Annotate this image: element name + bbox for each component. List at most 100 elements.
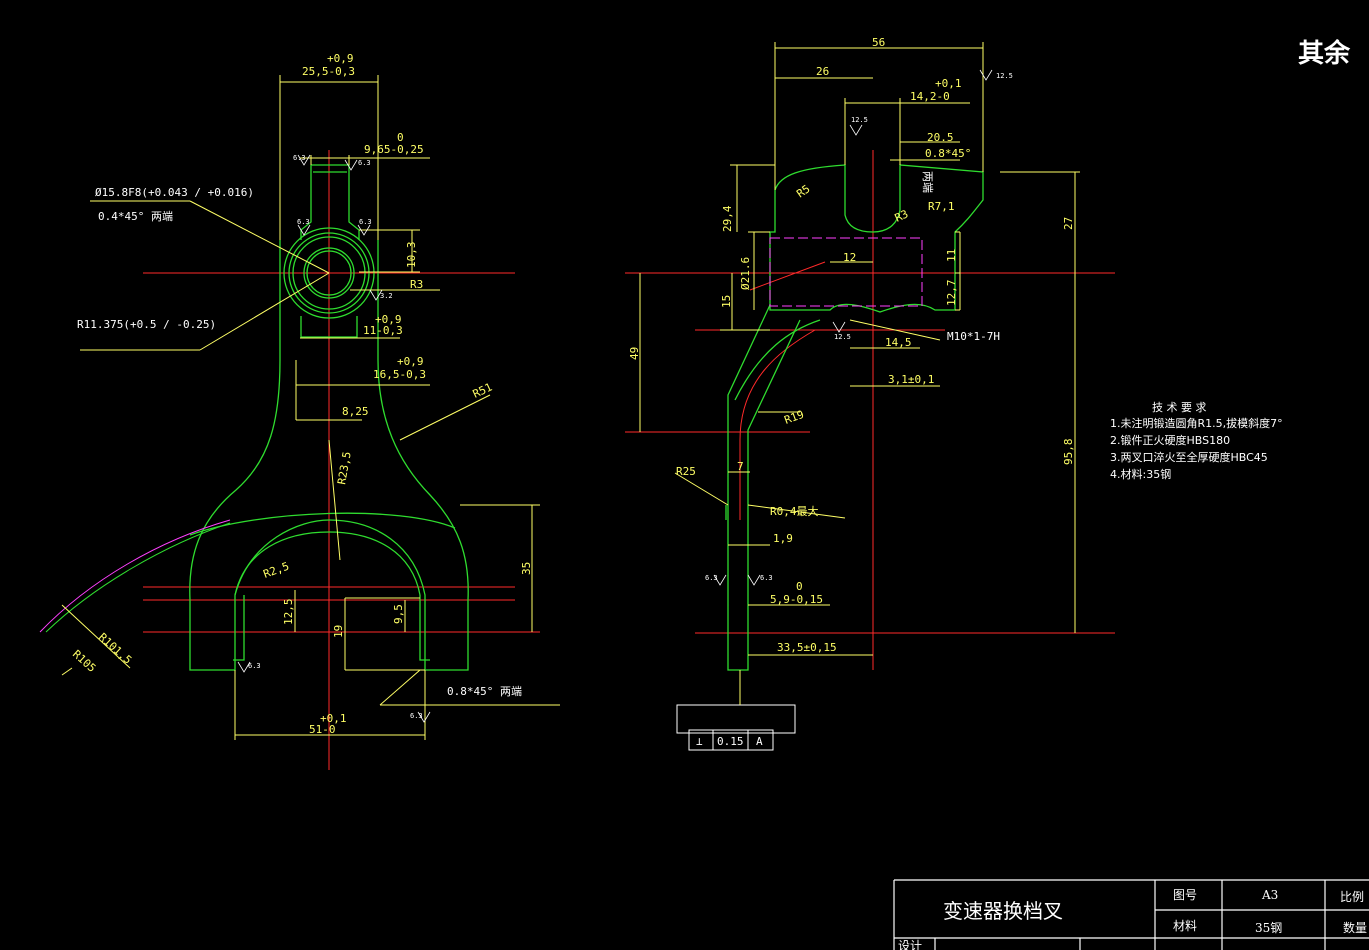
label-design: 设计	[898, 939, 922, 950]
front-outline	[189, 164, 469, 671]
side-dim-12: 12	[843, 251, 856, 264]
side-dim-294: 29,4	[721, 205, 734, 232]
side-dim-56: 56	[872, 36, 885, 49]
side-hidden-bore	[769, 237, 923, 307]
front-roughness-2: 6.3	[358, 159, 371, 167]
front-dim-w-51: 51-0	[309, 723, 336, 736]
side-dim-tol-0: 0	[796, 580, 803, 593]
side-dim-958: 95,8	[1062, 439, 1075, 466]
side-dim-205: 20.5	[927, 131, 954, 144]
tech-req-title: 技 术 要 求	[1152, 401, 1207, 414]
front-dim-r11375: R11.375(+0.5 / -0.25)	[77, 318, 216, 331]
front-outer-arc	[45, 522, 231, 633]
front-dim-r235: R23,5	[335, 451, 354, 486]
tech-req-item-1: 1.未注明锻造圆角R1.5,拔模斜度7°	[1110, 416, 1283, 430]
side-roughness-5: 6.3	[760, 574, 773, 582]
side-dim-26: 26	[816, 65, 829, 78]
corner-note: 其余	[1298, 38, 1351, 69]
front-dim-chamfer2: 0.8*45° 两端	[447, 685, 522, 698]
gdt-datum: A	[756, 735, 763, 748]
side-outline	[725, 164, 984, 671]
side-dim-r71: R7,1	[928, 200, 955, 213]
side-dim-r3: R3	[893, 207, 911, 224]
tech-req-item-2: 2.锻件正火硬度HBS180	[1110, 433, 1230, 447]
side-roughness-symbols	[713, 69, 993, 586]
front-dim-slot-width: 9,65-0,25	[364, 143, 424, 156]
front-dim-top-width: 25,5-0,3	[302, 65, 355, 78]
front-dim-r25: R2,5	[262, 560, 291, 581]
label-drawing-no: 图号	[1173, 888, 1197, 902]
label-qty: 数量	[1343, 920, 1367, 935]
front-roughness-6: 6.3	[248, 662, 261, 670]
side-dim-15: 15	[720, 295, 733, 308]
front-dim-bore: Ø15.8F8(+0.043 / +0.016)	[95, 186, 254, 199]
material: 35钢	[1255, 921, 1282, 935]
side-centerlines	[625, 150, 1115, 670]
gdt-symbol: ⊥	[696, 735, 703, 748]
drawing-no: A3	[1261, 888, 1278, 902]
side-dim-19: 1,9	[773, 532, 793, 545]
label-material: 材料	[1173, 919, 1197, 933]
side-dimension-lines	[639, 42, 1080, 705]
part-name: 变速器换档叉	[943, 899, 1063, 923]
side-dim-two-ends: 两端	[921, 171, 934, 193]
front-dim-h-10-3: 10,3	[405, 242, 418, 269]
side-gdt-frame[interactable]	[676, 704, 796, 751]
front-dim-h-19: 19	[332, 625, 345, 638]
front-dim-w-165: 16,5-0,3	[373, 368, 426, 381]
side-dim-chamfer: 0.8*45°	[925, 147, 971, 160]
front-roughness-symbols	[237, 154, 431, 723]
front-dim-w-11: 11-0,3	[363, 324, 403, 337]
side-roughness-4: 6.3	[705, 574, 718, 582]
front-dim-h-35: 35	[520, 562, 533, 575]
side-dim-thread: M10*1-7H	[947, 330, 1000, 343]
side-dim-335: 33,5±0,15	[777, 641, 837, 654]
front-dim-tol-01: +0,1	[320, 712, 347, 725]
side-dim-tol-01: +0,1	[935, 77, 962, 90]
front-dim-r1015: R101,5	[96, 631, 134, 667]
front-dim-h-125: 12,5	[282, 599, 295, 626]
title-block: 变速器换档叉 图号 A3 比例 材料 35钢 数量 设计	[893, 879, 1369, 950]
front-dim-chamfer1: 0.4*45° 两端	[98, 210, 173, 223]
side-dim-7: 7	[737, 460, 744, 473]
side-dim-142: 14,2-0	[910, 90, 950, 103]
side-dim-r19: R19	[783, 408, 806, 427]
title-block-grid	[893, 879, 1369, 950]
side-roughness-2: 12.5	[851, 116, 868, 124]
side-view: ⊥ 0.15 A	[625, 36, 1115, 751]
label-scale: 比例	[1340, 890, 1364, 904]
front-hidden-arc	[39, 519, 231, 633]
side-dim-r25: R25	[676, 465, 696, 478]
side-dim-11: 11	[945, 249, 958, 262]
front-view: +0,9 25,5-0,3 0 9,65-0,25 Ø15.8F8(+0.043…	[39, 52, 560, 770]
front-dim-h-95: 9,5	[392, 604, 405, 624]
side-dim-r5: R5	[794, 182, 812, 200]
side-dim-bore: Ø21.6	[739, 257, 752, 290]
front-roughness-5: 3.2	[380, 292, 393, 300]
tech-requirements: 技 术 要 求 1.未注明锻造圆角R1.5,拔模斜度7° 2.锻件正火硬度HBS…	[1110, 401, 1283, 481]
front-dim-top-tol: +0,9	[327, 52, 354, 65]
side-roughness-1: 12.5	[996, 72, 1013, 80]
front-roughness-3: 6.3	[297, 218, 310, 226]
side-dim-127: 12,7	[945, 280, 958, 307]
side-roughness-3: 12.5	[834, 333, 851, 341]
front-dim-tol-09b: +0,9	[397, 355, 424, 368]
side-dim-59: 5,9-0,15	[770, 593, 823, 606]
side-dim-49: 49	[628, 347, 641, 360]
front-dim-w-825: 8,25	[342, 405, 369, 418]
front-roughness-4: 6.3	[359, 218, 372, 226]
side-dim-r04: R0,4最大	[770, 504, 819, 518]
front-dim-r105: R105	[70, 648, 98, 675]
front-roughness-1: 6.3	[293, 154, 306, 162]
front-dim-r51: R51	[471, 381, 495, 401]
front-dimension-lines	[61, 75, 560, 740]
tech-req-item-4: 4.材料:35钢	[1110, 467, 1171, 481]
front-roughness-7: 6.3	[410, 712, 423, 720]
front-dim-slot-tol: 0	[397, 131, 404, 144]
front-dim-tol-09a: +0,9	[375, 313, 402, 326]
tech-req-item-3: 3.两叉口淬火至全厚硬度HBC45	[1110, 450, 1268, 464]
side-dim-145: 14,5	[885, 336, 912, 349]
side-dim-27: 27	[1062, 217, 1075, 230]
side-dim-31: 3,1±0,1	[888, 373, 934, 386]
